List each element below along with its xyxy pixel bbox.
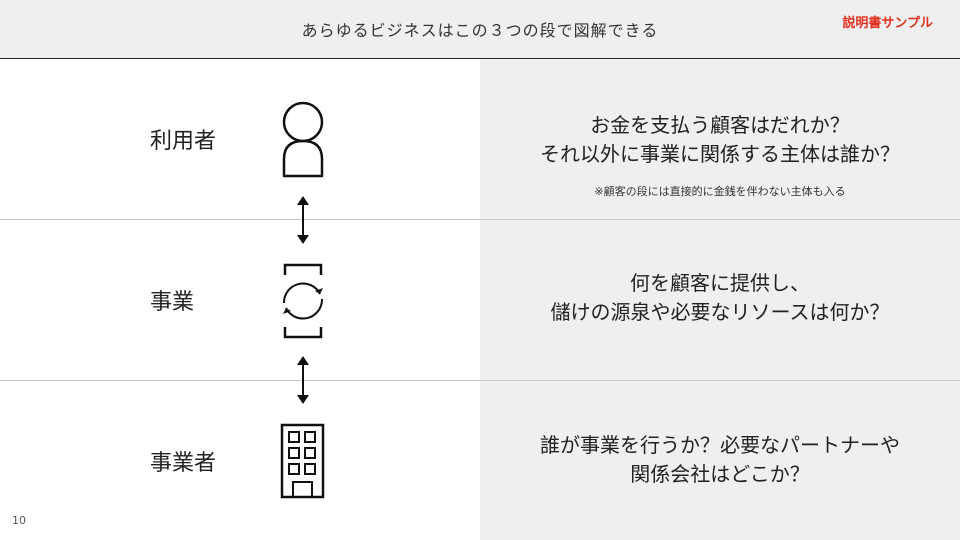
row-description-business: 何を顧客に提供し、 儲けの源泉や必要なリソースは何か？: [550, 271, 890, 324]
building-icon: [280, 423, 325, 499]
row-label-user: 利用者: [150, 129, 217, 154]
row-label-operator: 事業者: [150, 451, 217, 476]
header-bar: あらゆるビジネスはこの３つの段で図解できる 説明書サンプル: [0, 0, 960, 59]
row-label-business: 事業: [150, 290, 195, 315]
row-description-operator: 誰が事業を行うか？必要なパートナーや 関係会社はどこか？: [540, 433, 900, 486]
sample-badge: 説明書サンプル: [842, 16, 933, 31]
person-icon: [282, 101, 324, 178]
row-divider: [0, 380, 960, 381]
page-title: あらゆるビジネスはこの３つの段で図解できる: [301, 21, 659, 40]
description-panel: [480, 59, 960, 540]
double-arrow-icon: [297, 196, 309, 244]
double-arrow-icon: [297, 356, 309, 404]
page-number: 10: [12, 514, 26, 527]
cycle-icon: [282, 263, 324, 339]
row-divider: [0, 219, 960, 220]
row-note-user: ※顧客の段には直接的に金銭を伴わない主体も入る: [594, 185, 846, 198]
row-description-user: お金を支払う顧客はだれか？ それ以外に事業に関係する主体は誰か？: [540, 113, 900, 166]
